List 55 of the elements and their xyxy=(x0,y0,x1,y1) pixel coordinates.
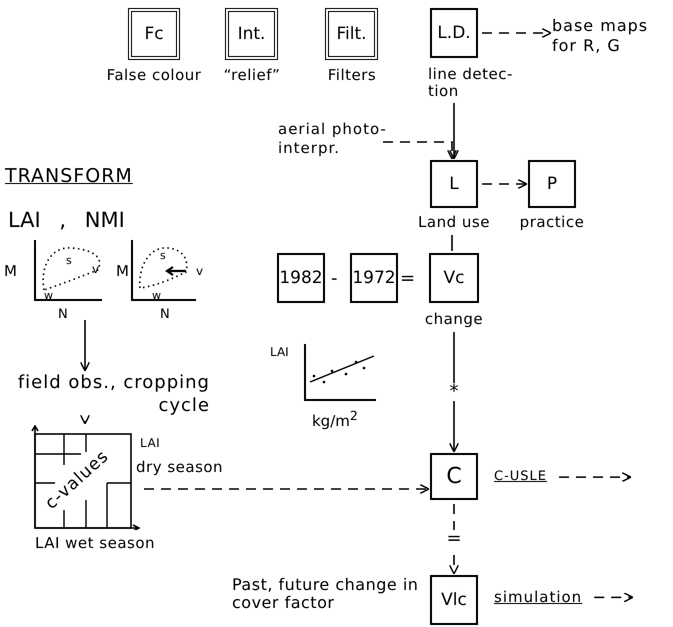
process-box: L xyxy=(430,160,478,208)
label-text: v xyxy=(92,262,100,276)
process-box: Vc xyxy=(429,253,479,303)
note-text: aerial photo- interpr. xyxy=(278,120,413,158)
note-text: simulation xyxy=(494,588,582,607)
node-label: Land use xyxy=(418,213,490,231)
label-text: M xyxy=(116,262,129,280)
arrow xyxy=(448,504,460,575)
label-text: w xyxy=(44,289,53,302)
arrow xyxy=(448,332,460,453)
node-label: Past, future change in cover factor xyxy=(232,576,420,612)
arrow xyxy=(559,472,632,482)
label-text: s xyxy=(160,249,166,262)
node-label: LAI wet season xyxy=(35,534,156,552)
label-text: N xyxy=(58,307,68,322)
label-text: - xyxy=(331,268,338,289)
node-label: change xyxy=(424,310,484,328)
process-box: P xyxy=(528,160,576,208)
process-box: Fc xyxy=(128,8,180,60)
note-text: C-USLE xyxy=(494,469,547,486)
label-text: = xyxy=(400,268,416,289)
label-text: TRANSFORM xyxy=(5,165,133,187)
process-box: C xyxy=(430,453,478,500)
process-box: 1982 xyxy=(277,253,325,303)
node-label: “relief” xyxy=(224,66,280,84)
arrow xyxy=(482,178,528,190)
node-label: Filters xyxy=(328,66,376,84)
process-box: Vlc xyxy=(430,575,478,625)
process-box: Filt. xyxy=(325,8,378,60)
process-box: Int. xyxy=(225,8,278,60)
arrow xyxy=(594,592,634,603)
note-text: base maps for R, G xyxy=(552,16,670,56)
arrow xyxy=(80,414,90,425)
label-text: s xyxy=(66,254,72,267)
label-text: LAI , NMI xyxy=(8,208,125,232)
arrow xyxy=(482,28,552,38)
label-text: M xyxy=(4,262,17,280)
label-text: LAI xyxy=(270,345,289,359)
process-box: 1972 xyxy=(350,253,398,303)
label-text: N xyxy=(160,307,170,322)
node-label: dry season xyxy=(136,458,224,476)
label-text: kg/m$^{2}$ xyxy=(312,408,358,430)
node-label: practice xyxy=(520,213,584,231)
arrow xyxy=(383,141,458,160)
label-text: w xyxy=(152,289,161,302)
process-box: L.D. xyxy=(430,8,478,58)
node-label: line detec- tion xyxy=(428,66,514,99)
arrow xyxy=(80,320,90,372)
node-label: LAI xyxy=(140,436,160,450)
node-label: False colour xyxy=(106,66,202,84)
edge-label: * xyxy=(448,382,460,400)
note-text: field obs., cropping cycle xyxy=(5,372,210,417)
arrow xyxy=(448,103,460,160)
label-text: v xyxy=(196,264,204,278)
arrow xyxy=(144,484,430,494)
